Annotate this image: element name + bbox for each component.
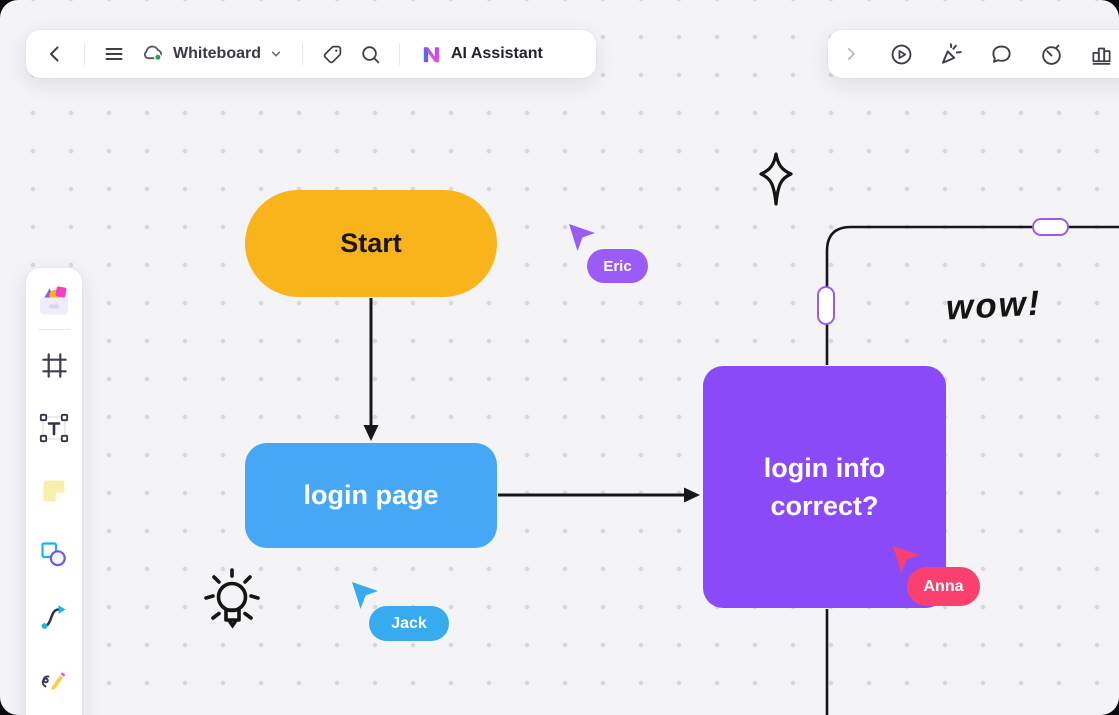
connector-handle-horizontal[interactable] [1032,218,1069,236]
search-button[interactable] [353,37,387,71]
arrowhead-right-icon [684,487,700,503]
connector-handle-vertical[interactable] [817,286,835,325]
wow-handwriting[interactable]: wow! [945,283,1043,328]
toolbar-divider [84,43,85,65]
present-button[interactable] [884,37,918,71]
anna-name: Anna [923,577,964,595]
timer-icon [1041,44,1061,65]
search-icon [361,45,379,63]
board-switcher[interactable]: Whiteboard [135,36,290,72]
tag-button[interactable] [315,37,349,71]
sticky-note-icon [43,480,65,502]
arrowhead-down-icon [363,425,379,441]
anna-name-badge: Anna [907,567,980,606]
confetti-icon [942,43,962,64]
anna-cursor-icon [893,546,919,573]
play-circle-icon [891,44,911,64]
jack-name: Jack [391,614,427,632]
menu-button[interactable] [97,37,131,71]
tool-pen[interactable] [32,658,76,702]
ai-assistant-button[interactable]: AI Assistant [412,36,551,72]
chevron-down-icon [271,51,281,57]
tool-sticky-note[interactable] [32,469,76,513]
back-button[interactable] [38,37,72,71]
cloud-sync-icon [143,45,162,62]
eric-name: Eric [603,257,632,275]
sparkle-doodle[interactable] [758,151,794,207]
toolbar-divider [399,43,400,65]
sidebar-divider [38,329,70,330]
lightbulb-doodle[interactable] [200,564,264,642]
hamburger-icon [105,48,123,60]
board-name: Whiteboard [173,45,261,62]
celebrate-button[interactable] [934,37,968,71]
flow-node-login-info[interactable]: login info correct? [703,366,946,608]
chevron-left-icon [50,46,59,62]
flow-node-login-page[interactable]: login page [245,443,497,548]
ai-assistant-logo-icon [423,46,440,62]
frame-icon [41,352,67,378]
top-right-toolbar [828,30,1119,78]
chevron-right-icon [848,48,855,60]
tool-templates[interactable] [32,279,76,323]
ai-assistant-label: AI Assistant [451,45,543,62]
bar-chart-icon [1091,47,1111,65]
tool-connector[interactable] [32,595,76,639]
eric-cursor-icon [569,224,595,251]
chat-bubble-icon [991,45,1011,63]
sync-status-dot [153,53,162,62]
top-left-toolbar: Whiteboard [26,30,596,78]
connector-curve-icon [41,605,66,629]
pen-sketch-icon [41,671,67,692]
insights-button[interactable] [1084,37,1118,71]
tool-frame[interactable] [32,343,76,387]
tag-icon [323,45,341,63]
jack-cursor-icon [352,582,378,609]
tools-sidebar [26,268,82,715]
node-label-login-info: login info correct? [763,452,886,521]
jack-name-badge: Jack [369,606,449,641]
flow-node-start[interactable]: Start [245,190,497,297]
comments-button[interactable] [984,37,1018,71]
node-label-start: Start [340,228,402,258]
text-icon [39,413,69,443]
collapse-toolbar-button[interactable] [834,37,868,71]
eric-name-badge: Eric [587,249,648,283]
tool-shapes[interactable] [32,532,76,576]
toolbar-divider [302,43,303,65]
node-label-login-page: login page [303,480,439,510]
shapes-icon [41,542,66,567]
templates-icon [40,286,68,315]
timer-button[interactable] [1034,37,1068,71]
tool-text[interactable] [32,406,76,450]
